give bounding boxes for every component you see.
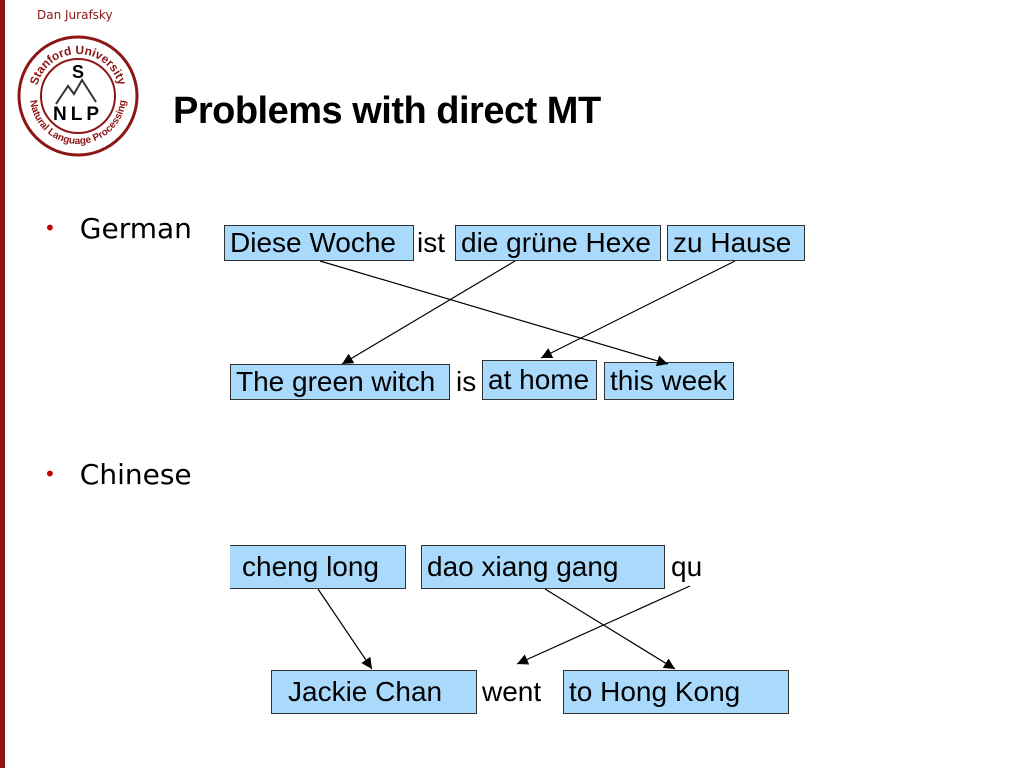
chinese-target-to-hong-kong-box: to Hong Kong (563, 670, 789, 714)
author-label: Dan Jurafsky (37, 8, 113, 22)
german-target-green-witch-box: The green witch (230, 364, 450, 400)
arrow-zu-hause-to-at-home (540, 260, 736, 359)
arrow-cheng-long-to-jackie-chan (317, 588, 373, 670)
logo-nlp-letters: NLP (53, 104, 103, 125)
logo-s-letter: S (72, 62, 84, 82)
chinese-source-cheng-long-box: cheng long (230, 545, 406, 589)
chinese-source-qu-word: qu (671, 551, 703, 582)
arrow-diese-woche-to-this-week (319, 260, 669, 367)
german-source-diese-woche-box: Diese Woche (224, 225, 414, 261)
arrow-gruene-hexe-to-green-witch (341, 260, 516, 365)
bullet-german-label: German (79, 212, 192, 245)
bullet-dot-icon: • (44, 216, 56, 240)
slide-left-accent-bar (0, 0, 5, 768)
bullet-dot-icon: • (44, 462, 56, 486)
german-target-this-week-box: this week (604, 362, 734, 400)
chinese-target-went-word: went (482, 676, 542, 707)
slide-title: Problems with direct MT (173, 90, 601, 132)
chinese-source-dao-xiang-gang-box: dao xiang gang (421, 545, 665, 589)
german-target-is-word: is (456, 366, 477, 397)
stanford-nlp-logo: Stanford University Natural Language Pro… (17, 35, 139, 157)
bullet-chinese: • Chinese (44, 458, 192, 491)
bullet-chinese-label: Chinese (79, 458, 192, 491)
german-source-ist-word: ist (417, 227, 445, 258)
german-source-zu-hause-box: zu Hause (667, 225, 805, 261)
bullet-german: • German (44, 212, 192, 245)
german-target-at-home-box: at home (482, 360, 597, 400)
german-source-gruene-hexe-box: die grüne Hexe (455, 225, 661, 261)
chinese-target-jackie-chan-box: Jackie Chan (271, 670, 477, 714)
arrow-dao-xiang-gang-to-hong-kong (544, 588, 676, 670)
